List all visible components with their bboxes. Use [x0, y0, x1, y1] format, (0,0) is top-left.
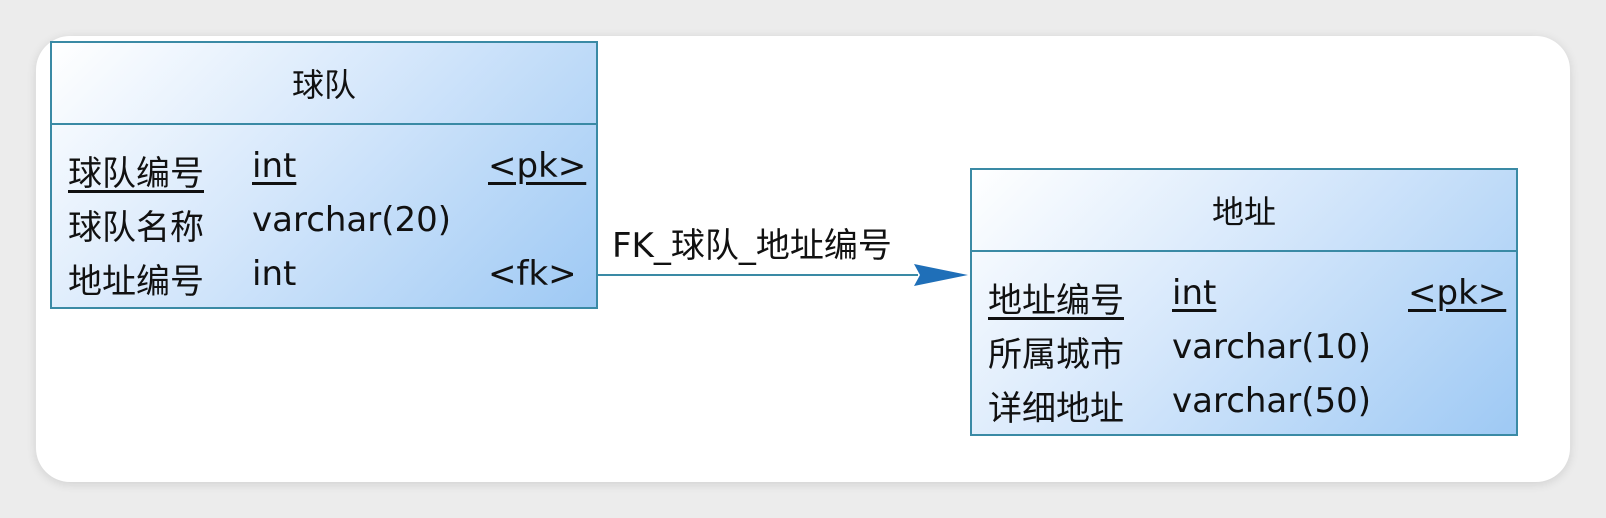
attr-row: 地址编号 int <pk> — [972, 265, 1516, 321]
attr-row: 球队名称 varchar(20) — [52, 192, 596, 248]
attr-row: 球队编号 int <pk> — [52, 138, 596, 194]
relationship-label: FK_球队_地址编号 — [612, 226, 892, 266]
entity-team-title: 球队 — [52, 43, 596, 125]
attr-type: int — [252, 254, 297, 294]
arrowhead-icon — [914, 264, 968, 286]
attr-name: 地址编号 — [68, 262, 204, 302]
attr-type: int — [1172, 273, 1217, 313]
attr-key: <fk> — [488, 254, 577, 294]
attr-name: 详细地址 — [988, 389, 1124, 429]
diagram-canvas: 球队 球队编号 int <pk> 球队名称 varchar(20) 地址编号 i… — [36, 36, 1570, 482]
attr-type: varchar(20) — [252, 200, 452, 240]
attr-row: 详细地址 varchar(50) — [972, 373, 1516, 429]
attr-type: int — [252, 146, 297, 186]
attr-type: varchar(50) — [1172, 381, 1372, 421]
entity-team[interactable]: 球队 球队编号 int <pk> 球队名称 varchar(20) 地址编号 i… — [50, 41, 598, 309]
attr-type: varchar(10) — [1172, 327, 1372, 367]
entity-address[interactable]: 地址 地址编号 int <pk> 所属城市 varchar(10) 详细地址 v… — [970, 168, 1518, 436]
attr-row: 地址编号 int <fk> — [52, 246, 596, 302]
attr-name: 球队名称 — [68, 208, 204, 248]
attr-name: 地址编号 — [988, 281, 1124, 321]
attr-name: 所属城市 — [988, 335, 1124, 375]
relationship-line[interactable] — [598, 274, 918, 276]
attr-key: <pk> — [1408, 273, 1507, 313]
entity-address-title: 地址 — [972, 170, 1516, 252]
attr-row: 所属城市 varchar(10) — [972, 319, 1516, 375]
attr-name: 球队编号 — [68, 154, 204, 194]
attr-key: <pk> — [488, 146, 587, 186]
